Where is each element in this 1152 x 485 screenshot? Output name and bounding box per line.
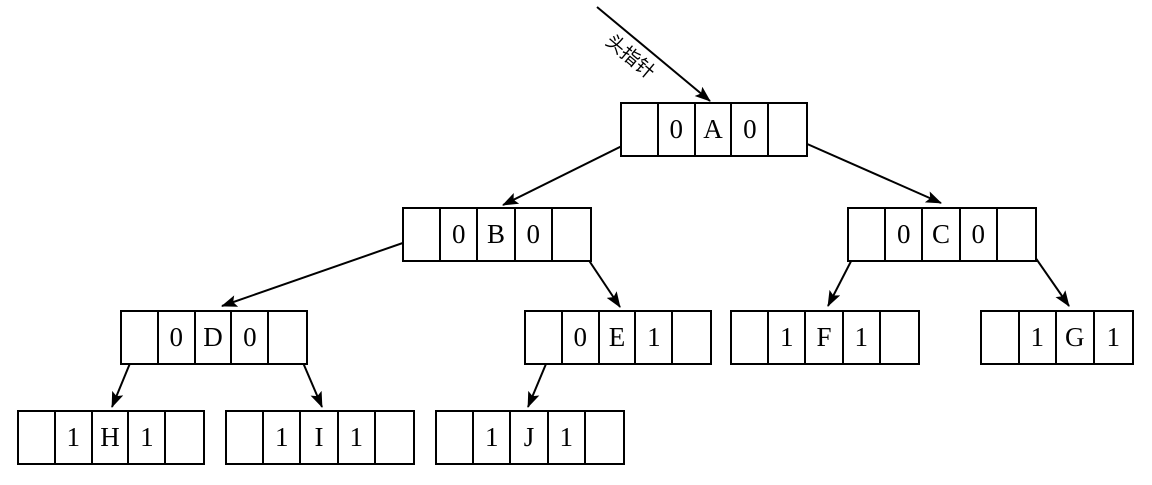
- node-i-cell-3: 1: [339, 412, 376, 463]
- node-h-cell-1: 1: [56, 412, 93, 463]
- node-b-pointer-cell-0: [404, 209, 442, 260]
- node-i-cell-1: 1: [264, 412, 302, 463]
- node-d-cell-3: 0: [232, 312, 270, 363]
- node-f-pointer-cell-4: [881, 312, 918, 363]
- node-b-cell-1: 0: [441, 209, 479, 260]
- node-a-pointer-cell-4: [769, 104, 806, 155]
- node-g-cell-1: 1: [1020, 312, 1058, 363]
- node-d-cell-2: D: [196, 312, 233, 363]
- node-e-pointer-cell-0: [526, 312, 563, 363]
- node-g-cell-2: G: [1057, 312, 1095, 363]
- node-h-pointer-cell-0: [19, 412, 56, 463]
- node-a-cell-2: A: [696, 104, 733, 155]
- node-b-pointer-cell-4: [553, 209, 590, 260]
- node-c-pointer-cell-0: [849, 209, 887, 260]
- node-e-pointer-cell-4: [673, 312, 710, 363]
- node-c-cell-1: 0: [886, 209, 924, 260]
- node-c-cell-2: C: [923, 209, 961, 260]
- node-c-pointer-cell-4: [998, 209, 1035, 260]
- node-i-pointer-cell-0: [227, 412, 265, 463]
- node-j-cell-2: J: [511, 412, 549, 463]
- node-j-cell-1: 1: [474, 412, 512, 463]
- node-c-cell-3: 0: [961, 209, 998, 260]
- node-e-cell-1: 0: [563, 312, 600, 363]
- node-h-cell-2: H: [93, 412, 130, 463]
- node-i-pointer-cell-4: [376, 412, 413, 463]
- node-d-pointer-cell-0: [122, 312, 159, 363]
- node-b-cell-2: B: [478, 209, 516, 260]
- edge-B-left-to-D: [221, 236, 421, 307]
- node-j-cell-3: 1: [549, 412, 586, 463]
- node-f-cell-2: F: [806, 312, 844, 363]
- node-h-cell-3: 1: [129, 412, 167, 463]
- node-a-cell-1: 0: [659, 104, 696, 155]
- node-d-cell-1: 0: [159, 312, 196, 363]
- node-f-pointer-cell-0: [732, 312, 770, 363]
- node-e-cell-2: E: [600, 312, 637, 363]
- node-d-pointer-cell-4: [269, 312, 306, 363]
- node-h-pointer-cell-4: [166, 412, 203, 463]
- node-b-cell-3: 0: [516, 209, 553, 260]
- node-g-pointer-cell-3: 1: [1106, 322, 1121, 352]
- node-f-cell-3: 1: [844, 312, 881, 363]
- node-j-pointer-cell-4: [586, 412, 623, 463]
- node-j-pointer-cell-0: [437, 412, 475, 463]
- node-g-pointer-cell-0: [982, 312, 1020, 363]
- node-a-cell-3: 0: [732, 104, 770, 155]
- node-a-pointer-cell-0: [622, 104, 659, 155]
- node-e-cell-3: 1: [636, 312, 674, 363]
- node-f-cell-1: 1: [769, 312, 807, 363]
- node-i-cell-2: I: [301, 412, 339, 463]
- head-pointer-label: 头指针: [601, 30, 659, 84]
